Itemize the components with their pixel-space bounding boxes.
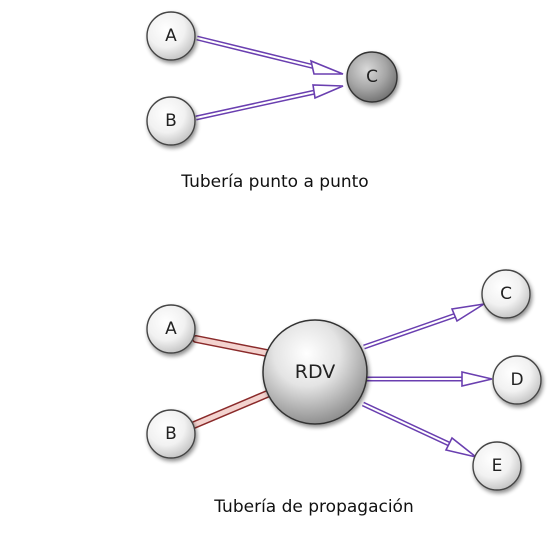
bottom-node-a: A xyxy=(146,304,196,354)
top-node-c-label: C xyxy=(366,67,378,87)
top-node-a: A xyxy=(146,11,196,61)
top-node-c: C xyxy=(346,51,398,103)
bottom-node-rdv-label: RDV xyxy=(295,361,336,383)
bottom-node-c-label: C xyxy=(500,284,512,304)
top-node-b-label: B xyxy=(165,111,177,131)
bottom-diagram: A B RDV C D E Tubería de propagación xyxy=(146,269,542,517)
arrow-a-to-c xyxy=(196,35,344,75)
arrow-rdv-to-d xyxy=(361,370,493,388)
top-node-b: B xyxy=(146,96,196,146)
pipe-b-to-rdv xyxy=(190,388,276,429)
arrow-rdv-to-e xyxy=(361,401,477,458)
arrow-b-to-c xyxy=(195,84,344,121)
bottom-caption: Tubería de propagación xyxy=(213,497,413,517)
arrow-rdv-to-c xyxy=(363,303,485,350)
bottom-node-d: D xyxy=(492,355,542,405)
bottom-node-rdv: RDV xyxy=(262,319,368,425)
top-diagram: A B C Tubería punto a punto xyxy=(146,11,398,192)
top-node-a-label: A xyxy=(165,26,177,46)
bottom-node-a-label: A xyxy=(165,319,177,339)
bottom-node-b-label: B xyxy=(165,424,177,444)
top-caption: Tubería punto a punto xyxy=(180,172,368,192)
bottom-node-d-label: D xyxy=(510,370,523,390)
bottom-node-b: B xyxy=(146,409,196,459)
pipe-a-to-rdv xyxy=(192,335,281,359)
bottom-node-e: E xyxy=(472,441,522,491)
bottom-node-c: C xyxy=(481,269,531,319)
bottom-node-e-label: E xyxy=(492,456,503,476)
